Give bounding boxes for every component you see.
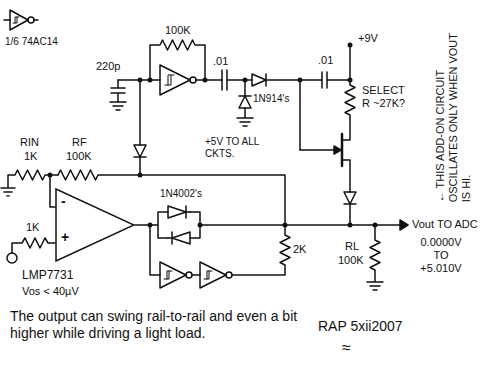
component-note: SELECT R ~27K? [362,84,412,110]
diode-symbol [134,80,146,175]
signature-mark: ≈ [342,338,351,357]
resistor-symbol [12,238,55,253]
capacitor-symbol [222,70,252,90]
diode-symbol [252,74,300,150]
diode-symbol [237,80,253,126]
component-name: RL [345,240,359,253]
op-amp-outline [55,188,135,262]
part-number: 1N914's [253,93,289,105]
part-number: 1/6 74AC14 [5,36,58,48]
component-value: .01 [213,55,228,68]
wire [135,212,400,275]
pin-sign: - [61,194,66,208]
component-value: 1K [24,150,37,163]
signal-source [7,253,17,263]
diode-symbol [344,192,356,225]
spec-note: Vos < 40µV [22,285,79,298]
signature: RAP 5xii2007 [318,318,403,335]
resistor-symbol [367,225,383,290]
component-value: 100K [165,24,191,37]
component-value: 100K [338,254,364,267]
capacitor-symbol [300,72,350,88]
op-amp: -+ [55,188,135,262]
component-value: 1K [26,221,39,234]
part-number: LMP7731 [22,268,73,282]
capacitor-symbol [110,80,126,110]
schmitt-inverter [160,262,232,288]
component-name: RIN [20,136,39,149]
resistor-symbol [342,45,355,140]
voltage-range: 0.0000V TO +5.010V [412,236,470,276]
diode-symbol [168,206,190,218]
pin-sign: + [61,230,69,244]
oscillator-inverter [160,65,196,95]
signal-name: Vout TO ADC [412,218,478,231]
component-name: RF [72,136,87,149]
component-value: 100K [66,150,92,163]
supply-label: +5V TO ALL CKTS. [205,136,285,160]
component-value: 220p [96,60,120,73]
note: The output can swing rail-to-rail and ev… [10,308,305,342]
schmitt-symbol [4,10,38,30]
side-note: ← THIS ADD-ON CIRCUIT OSCILLATES ONLY WH… [434,27,474,202]
diode-symbol [168,232,190,244]
supply-label: +9V [358,32,378,45]
component-value: 2K [293,243,306,256]
arrowhead [400,220,408,230]
component-value: .01 [318,54,333,67]
wire [50,175,55,207]
resistor-symbol [232,225,290,275]
junction-dot [48,43,378,228]
part-number: 1N4002's [160,188,202,200]
jfet-symbol [300,134,350,192]
resistor-symbol [150,40,205,80]
